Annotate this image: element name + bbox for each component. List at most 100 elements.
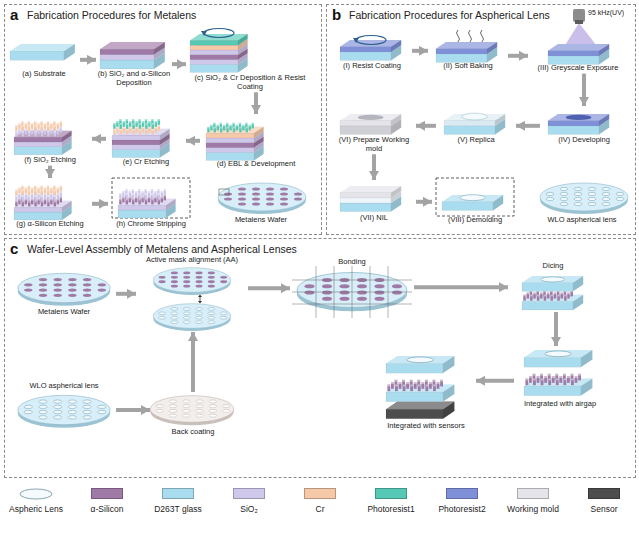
flow-arrow <box>248 286 290 290</box>
panel-title: Fabrication Procedures for Metalens <box>27 9 196 21</box>
legend-text: Aspheric Lens <box>1 504 71 514</box>
step-caption-box: (g) α-Silicon Etching <box>8 220 92 229</box>
panel-frame: bFabrication Procedures for Aspherical L… <box>326 4 636 235</box>
step-caption-box: (c) SiO₂ & Cr Deposition & Resist Coatin… <box>186 74 314 91</box>
airgap-module <box>524 350 592 396</box>
step-node: (a) Substrate <box>8 40 80 80</box>
legend-item: Sensor <box>569 484 639 530</box>
step-node: (II) Soft Baking <box>428 28 508 72</box>
step-node: (h) Chrome Stripping <box>108 176 194 230</box>
flow-arrow <box>372 154 376 180</box>
panel-title: Wafer-Level Assembly of Metalens and Asp… <box>27 243 297 255</box>
step-caption-box: Active mask alignment (AA) <box>136 256 248 265</box>
legend-swatch <box>375 488 407 499</box>
back-coated-wafer <box>150 396 234 425</box>
step-caption: (VIII) Demolding <box>432 216 518 225</box>
flow-arrow <box>554 312 558 346</box>
highlight-box <box>436 178 514 216</box>
spin-arrow <box>353 36 386 45</box>
step-caption-box: (a) Substrate <box>8 70 80 79</box>
step-caption-box: (VIII) Demolding <box>432 216 518 225</box>
step-node: (c) SiO₂ & Cr Deposition & Resist Coatin… <box>186 26 314 92</box>
step-node: (f) SiO₂ Etching <box>8 112 92 166</box>
flow-arrow <box>191 332 195 392</box>
step-caption: (c) SiO₂ & Cr Deposition & Resist Coatin… <box>186 74 314 91</box>
step-caption: (IV) Developing <box>540 136 628 145</box>
step-caption-box: Integrated with airgap <box>514 400 606 409</box>
alignment-wafers <box>153 268 230 331</box>
step-node: Integrated with sensors <box>376 352 476 432</box>
step-node: (IV) Developing <box>540 106 628 146</box>
step-caption: Integrated with airgap <box>514 400 606 409</box>
step-caption-box: WLO aspherical lens <box>12 382 116 391</box>
nil-figure <box>340 186 401 212</box>
legend-item: Cr <box>285 484 355 530</box>
legend-text: Sensor <box>569 504 639 514</box>
legend-item: D263T glass <box>143 484 213 530</box>
flow-arrow <box>186 139 200 143</box>
panel-frame: a Fabrication Procedures for Metalens (a) … <box>4 4 322 235</box>
develop-figure <box>548 114 609 134</box>
legend-swatch <box>233 488 265 499</box>
step-node: Active mask alignment (AA) <box>136 256 248 332</box>
legend-swatch <box>162 488 194 499</box>
legend-text: Working mold <box>498 504 568 514</box>
flow-arrow <box>582 74 586 106</box>
flow-arrow <box>116 408 150 412</box>
step-caption: (b) SiO₂ and α-Silicon Deposition <box>96 70 172 87</box>
lens-sample <box>18 487 54 501</box>
cr-etch-figure <box>112 119 170 157</box>
flow-arrow <box>516 124 540 128</box>
step-caption: Active mask alignment (AA) <box>136 256 248 265</box>
step-caption-box: (V) Replica <box>436 136 516 145</box>
strip-figure <box>118 189 176 218</box>
step-node: (VIII) Demolding <box>432 176 518 226</box>
step-caption: Bonding <box>290 258 414 267</box>
flow-arrow <box>476 379 514 383</box>
step-node: Metalens Wafer <box>12 270 116 318</box>
step-node: (VII) NIL <box>332 180 416 224</box>
step-caption-box: Back coating <box>150 428 236 437</box>
step-caption: Metalens Wafer <box>208 216 314 225</box>
replica-figure <box>444 113 505 134</box>
step-node: (b) SiO₂ and α-Silicon Deposition <box>96 40 172 88</box>
panel-letter: a <box>10 6 18 23</box>
mold-figure <box>340 114 401 134</box>
step-caption: WLO aspherical lens <box>532 216 632 225</box>
panel-letter: c <box>10 240 18 257</box>
step-caption: (a) Substrate <box>8 70 80 79</box>
flow-arrow <box>254 92 258 114</box>
step-caption-box: (e) Cr Etching <box>106 158 186 167</box>
step-node: (e) Cr Etching <box>106 112 186 168</box>
step-caption-box: Metalens Wafer <box>12 308 116 317</box>
legend-item: α-Silicon <box>72 484 142 530</box>
step-caption-box: Dicing <box>508 262 598 271</box>
deposition-figure <box>100 42 165 69</box>
annotation-label: 95 kHz(UV) <box>588 9 624 16</box>
legend-text: α-Silicon <box>72 504 142 514</box>
wlo-wafer <box>18 395 110 428</box>
panel-title: Fabrication Procedures for Aspherical Le… <box>349 9 550 21</box>
legend-item: Working mold <box>498 484 568 530</box>
step-node: (VI) Prepare Working mold <box>332 106 416 154</box>
step-caption-box: Integrated with sensors <box>376 422 476 431</box>
step-caption-box: (IV) Developing <box>540 136 628 145</box>
ebl-figure <box>206 123 264 161</box>
step-node: Back coating <box>150 392 236 438</box>
step-caption: (h) Chrome Stripping <box>108 220 194 229</box>
flow-arrow <box>508 54 528 58</box>
legend-text: D263T glass <box>143 504 213 514</box>
si-etch-figure <box>14 186 72 220</box>
step-caption: (II) Soft Baking <box>428 62 508 71</box>
step-caption-box: WLO aspherical lens <box>532 216 632 225</box>
legend-item: SiO₂ <box>214 484 284 530</box>
step-caption-box: Metalens Wafer <box>208 216 314 225</box>
bonded-wafer <box>292 266 412 318</box>
legend-item: Aspheric Lens <box>1 484 71 530</box>
heat-waves <box>457 30 484 42</box>
step-node: Metalens Wafer <box>208 180 314 226</box>
step-node: (V) Replica <box>436 106 516 146</box>
step-node: (g) α-Silicon Etching <box>8 178 92 230</box>
sio2-etch-figure <box>14 121 72 155</box>
metalens-wafer <box>218 183 306 214</box>
